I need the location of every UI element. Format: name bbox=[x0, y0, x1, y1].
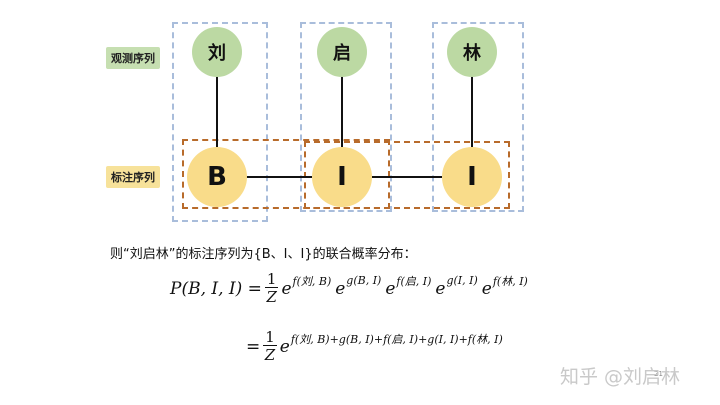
watermark: 知乎 @刘启林 bbox=[560, 366, 681, 388]
exponent-f-obs2: f(启, I) bbox=[396, 274, 432, 288]
edge-obs3-tag3 bbox=[471, 75, 473, 147]
column-box-2 bbox=[300, 22, 392, 212]
equation-fraction-2: 1 Z bbox=[263, 330, 277, 363]
tag-node-2: I bbox=[312, 147, 372, 207]
fraction-numerator-2: 1 bbox=[263, 328, 277, 346]
observation-sequence-label: 观测序列 bbox=[106, 47, 160, 69]
exp-base-5: e bbox=[481, 278, 492, 299]
fraction-denominator: Z bbox=[266, 288, 277, 306]
edge-obs2-tag2 bbox=[341, 75, 343, 147]
fraction-denominator-2: Z bbox=[264, 346, 276, 364]
equation-fraction-1: 1 Z bbox=[264, 270, 279, 306]
pair-box-1 bbox=[182, 139, 390, 209]
exponent-f-obs3: f(林, I) bbox=[492, 274, 528, 288]
equals-sign: = bbox=[246, 336, 261, 357]
exp-base-4: e bbox=[435, 278, 446, 299]
observation-node-3: 林 bbox=[447, 27, 497, 77]
equation-lhs: P(B, I, I) = bbox=[170, 278, 262, 299]
exponent-g-1: g(B, I) bbox=[346, 274, 382, 287]
column-box-1 bbox=[172, 22, 268, 222]
exponent-g-2: g(I, I) bbox=[446, 274, 478, 287]
exp-base-2: e bbox=[335, 278, 346, 299]
tag-node-1: B bbox=[187, 147, 247, 207]
exponent-combined: f(刘, B)+g(B, I)+f(启, I)+g(I, I)+f(林, I) bbox=[290, 332, 503, 346]
exp-base-3: e bbox=[385, 278, 396, 299]
observation-node-2: 启 bbox=[317, 27, 367, 77]
caption: 则“刘启林”的标注序列为{B、I、I}的联合概率分布： bbox=[110, 247, 417, 262]
column-box-3 bbox=[432, 22, 524, 212]
exp-base-combined: e bbox=[279, 336, 290, 357]
page-number: 21 bbox=[654, 370, 663, 378]
tag-node-3: I bbox=[442, 147, 502, 207]
exponent-f-obs1: f(刘, B) bbox=[292, 274, 332, 288]
tagging-sequence-label: 标注序列 bbox=[106, 166, 160, 188]
fraction-numerator: 1 bbox=[264, 270, 279, 288]
exp-base-1: e bbox=[281, 278, 292, 299]
edge-tag1-tag2 bbox=[246, 176, 312, 178]
edge-obs1-tag1 bbox=[216, 75, 218, 147]
observation-node-1: 刘 bbox=[192, 27, 242, 77]
edge-tag2-tag3 bbox=[372, 176, 442, 178]
pair-box-2 bbox=[304, 141, 510, 209]
